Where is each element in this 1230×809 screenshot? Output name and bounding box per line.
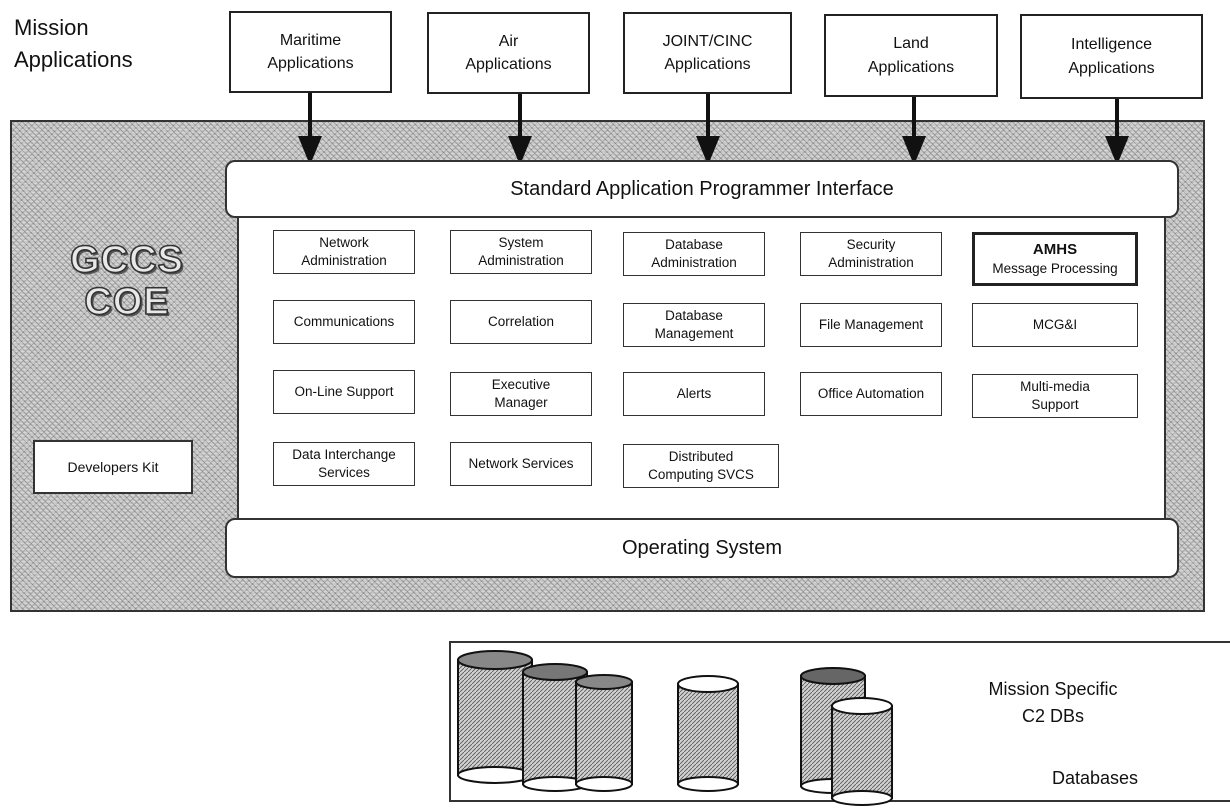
api-band: Standard Application Programmer Interfac…: [225, 160, 1179, 218]
app-label-land: Land Applications: [867, 35, 955, 76]
arrow-joint-cinc: [696, 94, 720, 166]
service-system-administration: System Administration: [450, 230, 592, 274]
developers-kit-label: Developers Kit: [67, 459, 159, 475]
service-data-interchange: Data Interchange Services: [273, 442, 415, 486]
app-box-maritime: Maritime Applications: [229, 11, 392, 93]
service-executive-manager: Executive Manager: [450, 372, 592, 416]
operating-system-band: Operating System: [225, 518, 1179, 578]
app-box-land: Land Applications: [824, 14, 998, 97]
app-box-intelligence: Intelligence Applications: [1020, 14, 1203, 99]
cylinder-6: [831, 697, 893, 806]
databases-label: Databases: [1051, 768, 1139, 788]
arrow-air: [508, 94, 532, 166]
service-database-administration: Database Administration: [623, 232, 765, 276]
app-label-intelligence: Intelligence Applications: [1068, 36, 1155, 77]
service-mcgi: MCG&I: [972, 303, 1138, 347]
app-label-air: Air Applications: [465, 32, 552, 73]
cylinder-1: [457, 650, 533, 784]
service-office-automation: Office Automation: [800, 372, 942, 416]
app-label-joint-cinc: JOINT/CINC Applications: [662, 32, 753, 73]
developers-kit-box: Developers Kit: [33, 440, 193, 494]
service-correlation: Correlation: [450, 300, 592, 344]
app-label-maritime: Maritime Applications: [267, 31, 354, 72]
service-amhs-message-processing: AMHS Message Processing: [972, 232, 1138, 286]
arrow-maritime: [298, 93, 322, 166]
service-online-support: On-Line Support: [273, 370, 415, 414]
service-distributed-computing: Distributed Computing SVCS: [623, 444, 779, 488]
app-box-joint-cinc: JOINT/CINC Applications: [623, 12, 792, 94]
service-security-administration: Security Administration: [800, 232, 942, 276]
api-label: Standard Application Programmer Interfac…: [510, 177, 894, 200]
service-file-management: File Management: [800, 303, 942, 347]
service-database-management: Database Management: [623, 303, 765, 347]
arrow-intelligence: [1105, 99, 1129, 166]
app-box-air: Air Applications: [427, 12, 590, 94]
service-network-administration: Network Administration: [273, 230, 415, 274]
gccs-coe-title: GCCS COE: [69, 238, 184, 323]
cylinder-4: [677, 675, 739, 792]
mission-specific-db-label: Mission Specific C2 DBs: [988, 679, 1118, 726]
amhs-title: AMHS: [1032, 240, 1078, 258]
service-network-services: Network Services: [450, 442, 592, 486]
amhs-subtitle: Message Processing: [992, 261, 1118, 277]
service-multimedia-support: Multi-media Support: [972, 374, 1138, 418]
service-alerts: Alerts: [623, 372, 765, 416]
operating-system-label: Operating System: [621, 536, 783, 559]
service-communications: Communications: [273, 300, 415, 344]
arrow-land: [902, 97, 926, 166]
cylinder-3: [575, 674, 633, 792]
mission-applications-label: Mission Applications: [14, 15, 133, 72]
